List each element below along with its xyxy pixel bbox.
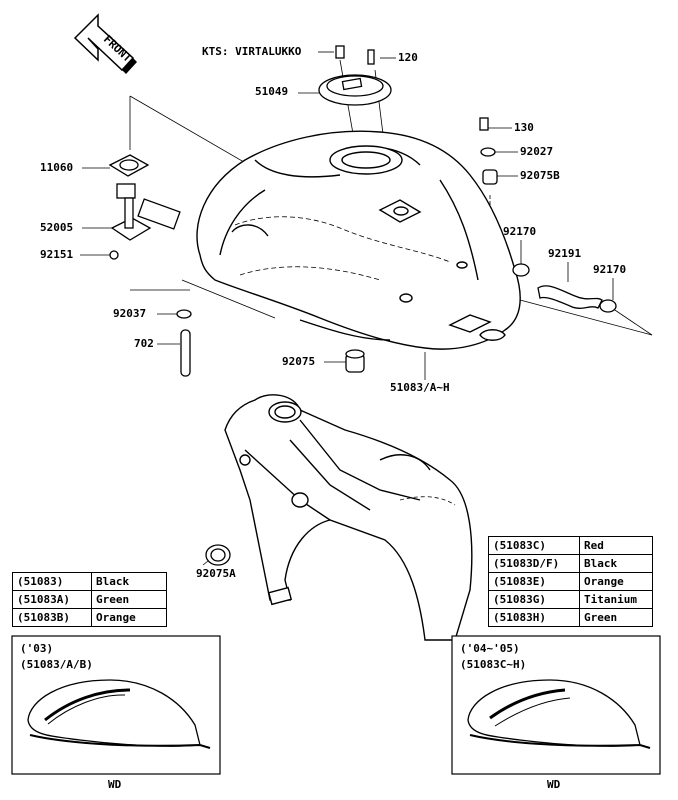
- box-left-text: ('03) (51083/A/B): [20, 641, 93, 673]
- color-cell: Titanium: [579, 590, 653, 609]
- fuel-cap: [318, 45, 392, 106]
- table-row: (51083) Black: [12, 572, 167, 591]
- label-51049: 51049: [255, 85, 289, 98]
- drain-parts: [176, 309, 192, 377]
- front-arrow-icon: [73, 13, 137, 74]
- code-cell: (51083H): [488, 608, 580, 627]
- label-92151: 92151: [40, 248, 74, 261]
- fuel-pump: [108, 154, 181, 260]
- table-row: (51083D/F) Black: [488, 554, 653, 573]
- label-52005: 52005: [40, 221, 74, 234]
- grommet-a: [205, 544, 231, 566]
- label-92191: 92191: [548, 247, 582, 260]
- color-cell: Green: [579, 608, 653, 627]
- small-fasteners: [479, 117, 498, 185]
- label-92075a: 92075A: [196, 567, 236, 580]
- color-cell: Orange: [91, 608, 167, 627]
- code-cell: (51083D/F): [488, 554, 580, 573]
- label-92027: 92027: [520, 145, 554, 158]
- label-130: 130: [514, 121, 534, 134]
- color-table-right: (51083C) Red (51083D/F) Black (51083E) O…: [488, 536, 653, 627]
- tank-thumb-left: [27, 679, 211, 749]
- box-left-year: ('03): [20, 642, 54, 655]
- color-table-left: (51083) Black (51083A) Green (51083B) Or…: [12, 572, 167, 627]
- grommet: [345, 349, 365, 373]
- label-51083: 51083/A~H: [390, 381, 450, 394]
- table-row: (51083B) Orange: [12, 608, 167, 627]
- caption-wd-left: WD: [108, 778, 122, 791]
- label-92170-a: 92170: [503, 225, 537, 238]
- code-cell: (51083B): [12, 608, 92, 627]
- box-right-year: ('04~'05): [460, 642, 520, 655]
- table-row: (51083H) Green: [488, 608, 653, 627]
- box-right-parts: (51083C~H): [460, 658, 527, 671]
- table-row: (51083A) Green: [12, 590, 167, 609]
- color-cell: Red: [579, 536, 653, 555]
- box-right-text: ('04~'05) (51083C~H): [460, 641, 526, 673]
- code-cell: (51083C): [488, 536, 580, 555]
- label-92170-b: 92170: [593, 263, 627, 276]
- table-row: (51083G) Titanium: [488, 590, 653, 609]
- color-cell: Green: [91, 590, 167, 609]
- tank-thumb-right: [467, 679, 651, 749]
- hose-and-clamps: [512, 263, 617, 313]
- code-cell: (51083A): [12, 590, 92, 609]
- label-92075: 92075: [282, 355, 316, 368]
- code-cell: (51083): [12, 572, 92, 591]
- label-92075b: 92075B: [520, 169, 560, 182]
- caption-wd-right: WD: [547, 778, 561, 791]
- label-702: 702: [134, 337, 154, 350]
- label-kts: KTS: VIRTALUKKO: [202, 45, 302, 58]
- color-cell: Orange: [579, 572, 653, 591]
- label-92037: 92037: [113, 307, 147, 320]
- box-left-parts: (51083/A/B): [20, 658, 93, 671]
- frame: [224, 394, 473, 641]
- table-row: (51083C) Red: [488, 536, 653, 555]
- color-cell: Black: [579, 554, 653, 573]
- code-cell: (51083E): [488, 572, 580, 591]
- label-120: 120: [398, 51, 418, 64]
- code-cell: (51083G): [488, 590, 580, 609]
- color-cell: Black: [91, 572, 167, 591]
- label-11060: 11060: [40, 161, 74, 174]
- fuel-tank: [196, 130, 521, 350]
- table-row: (51083E) Orange: [488, 572, 653, 591]
